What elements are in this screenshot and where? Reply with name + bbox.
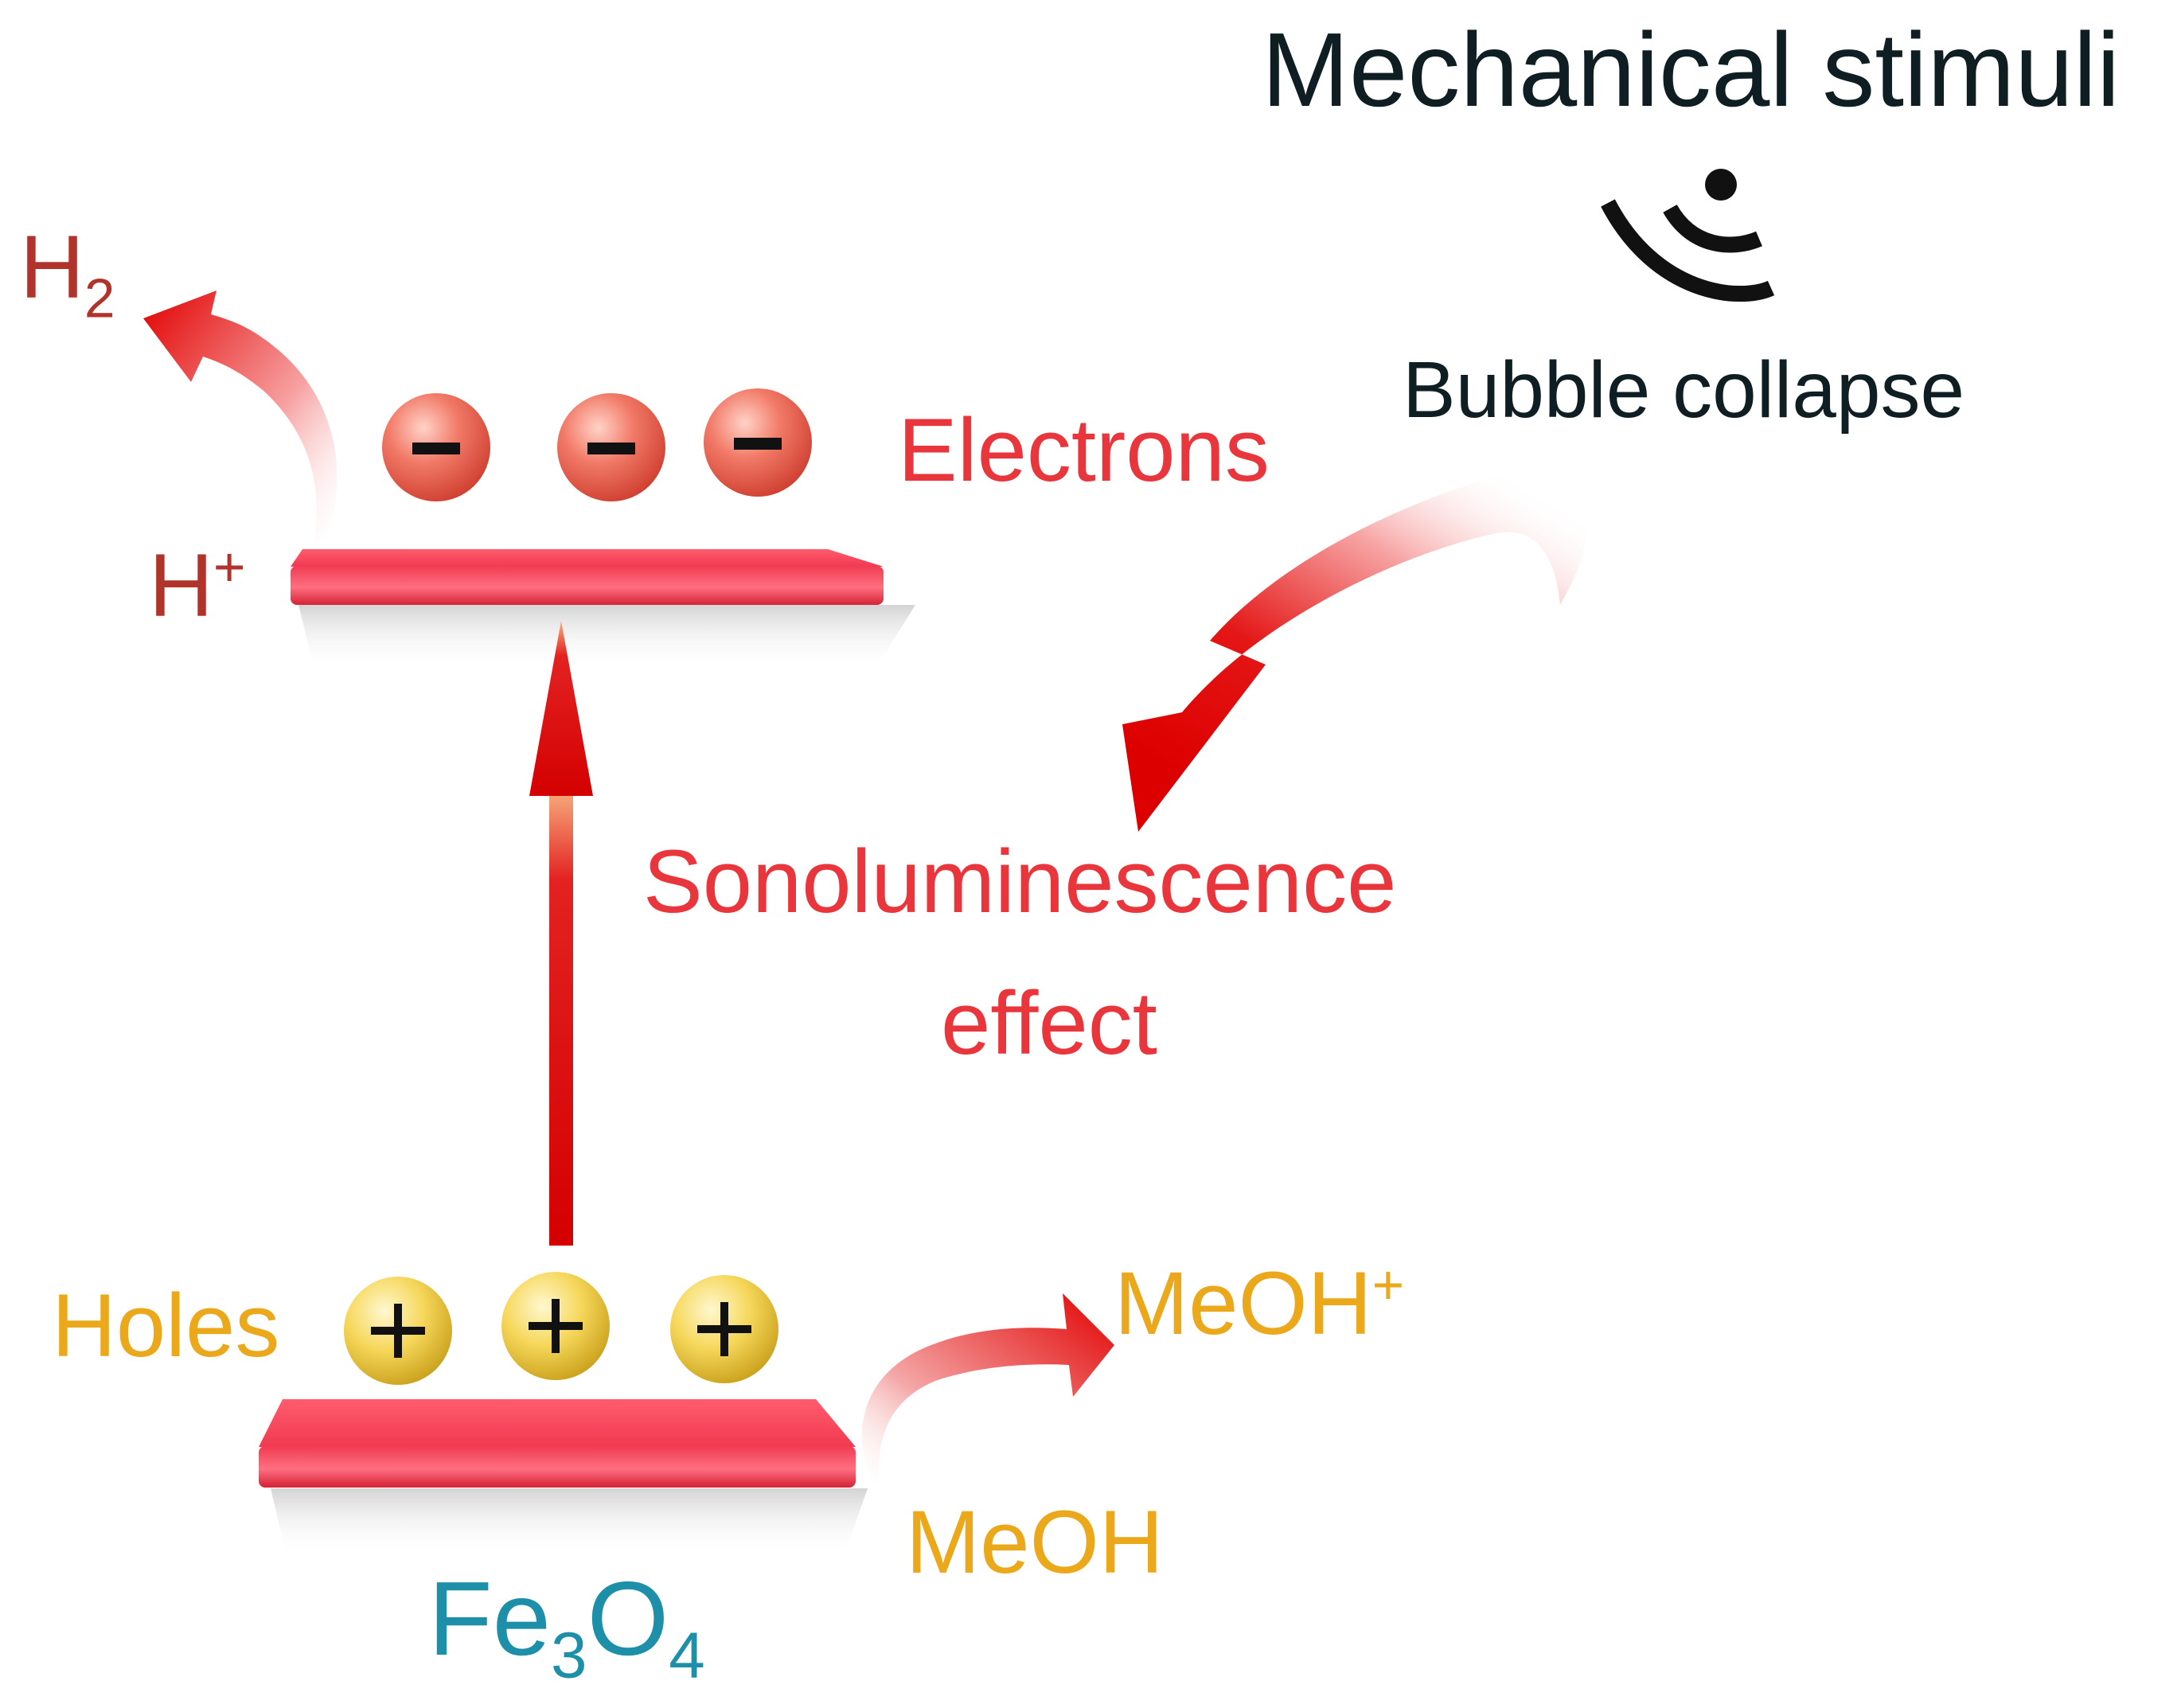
bubble-collapse-label: Bubble collapse bbox=[1403, 345, 1965, 435]
hole-particle bbox=[670, 1275, 778, 1383]
conduction-band bbox=[291, 549, 915, 669]
fe3o4-o: O bbox=[587, 1560, 669, 1677]
electrons-label: Electrons bbox=[898, 400, 1270, 500]
mechanical-stimuli-label: Mechanical stimuli bbox=[1262, 11, 2121, 128]
h-plus-base: H bbox=[149, 536, 213, 635]
electron-particle bbox=[382, 393, 490, 501]
fe3o4-subscript-3: 3 bbox=[551, 1619, 587, 1692]
h2-subscript: 2 bbox=[84, 267, 115, 330]
fe3o4-subscript-4: 4 bbox=[669, 1619, 705, 1692]
excitation-arrow bbox=[529, 621, 593, 1246]
methanol-arrow bbox=[861, 1293, 1114, 1484]
hole-particle bbox=[344, 1277, 452, 1385]
valence-band bbox=[259, 1399, 868, 1556]
h-plus-label: H+ bbox=[149, 539, 245, 630]
meoh-plus-base: MeOH bbox=[1114, 1254, 1372, 1353]
fe3o4-fe: Fe bbox=[428, 1560, 552, 1677]
meoh-plus-label: MeOH+ bbox=[1114, 1257, 1404, 1348]
h-plus-superscript: + bbox=[213, 535, 246, 598]
sonoluminescence-label: Sonoluminescence bbox=[643, 832, 1397, 931]
electron-particle bbox=[557, 393, 665, 501]
meoh-plus-superscript: + bbox=[1371, 1253, 1405, 1316]
fe3o4-label: Fe3O4 bbox=[428, 1566, 705, 1689]
sound-wave-icon bbox=[1601, 169, 1775, 302]
effect-label: effect bbox=[941, 973, 1157, 1073]
electron-particle bbox=[704, 388, 812, 497]
hole-particle bbox=[501, 1272, 610, 1380]
holes-label: Holes bbox=[52, 1276, 280, 1375]
hydrogen-arrow bbox=[143, 291, 337, 541]
meoh-label: MeOH bbox=[906, 1492, 1164, 1592]
h2-label: H2 bbox=[20, 223, 115, 326]
sonoluminescence-arrow bbox=[1122, 463, 1588, 832]
h2-base: H bbox=[20, 217, 84, 317]
